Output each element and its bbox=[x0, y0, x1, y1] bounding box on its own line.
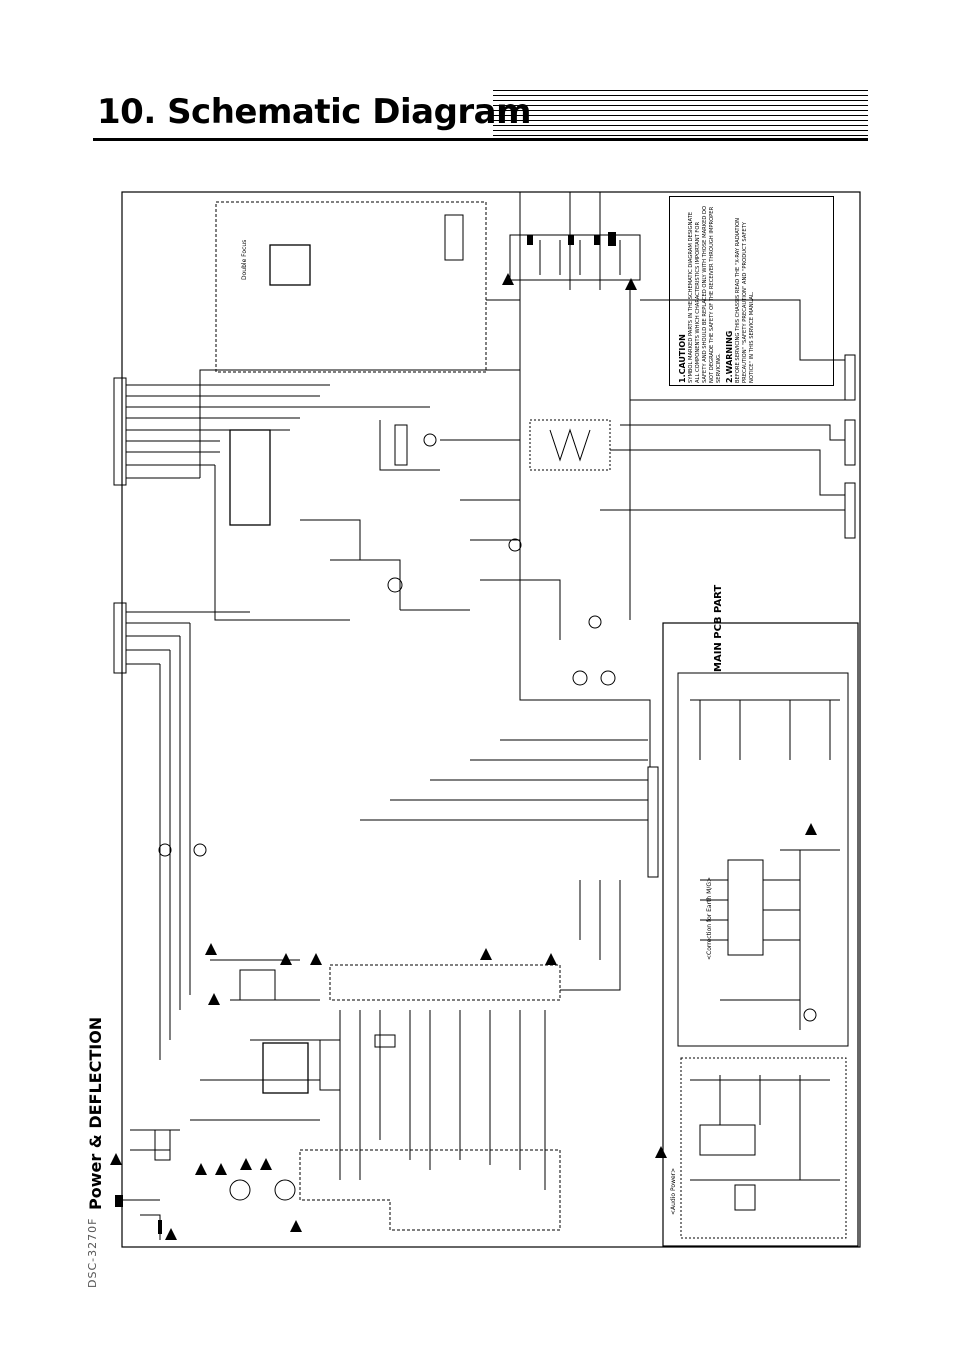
title-underline bbox=[93, 138, 868, 141]
warning-text: BEFORE SERVICING THIS CHASSIS READ THE "… bbox=[735, 217, 755, 383]
audio-power-label: <Audio Power> bbox=[670, 1167, 677, 1215]
page-title-bar: 10. Schematic Diagram bbox=[93, 90, 868, 140]
section-label: Power & DEFLECTION bbox=[86, 1016, 105, 1210]
model-label: DSC-3270F bbox=[86, 1217, 99, 1288]
main-pcb-label: MAIN PCB PART bbox=[713, 584, 724, 672]
double-focus-label: Double Focus bbox=[241, 239, 248, 280]
caution-text: SYMBOL MARKED PARTS IN THE SCHEMATIC DIA… bbox=[688, 205, 722, 383]
page-title: 10. Schematic Diagram bbox=[97, 92, 532, 132]
correction-label: <Correction for Earth M/G> bbox=[706, 876, 713, 960]
warning-title: 2.WARNING bbox=[725, 330, 734, 383]
title-mask bbox=[93, 90, 493, 140]
caution-warning-notes: 1.CAUTION SYMBOL MARKED PARTS IN THE SCH… bbox=[669, 196, 834, 386]
caution-title: 1.CAUTION bbox=[678, 334, 687, 383]
